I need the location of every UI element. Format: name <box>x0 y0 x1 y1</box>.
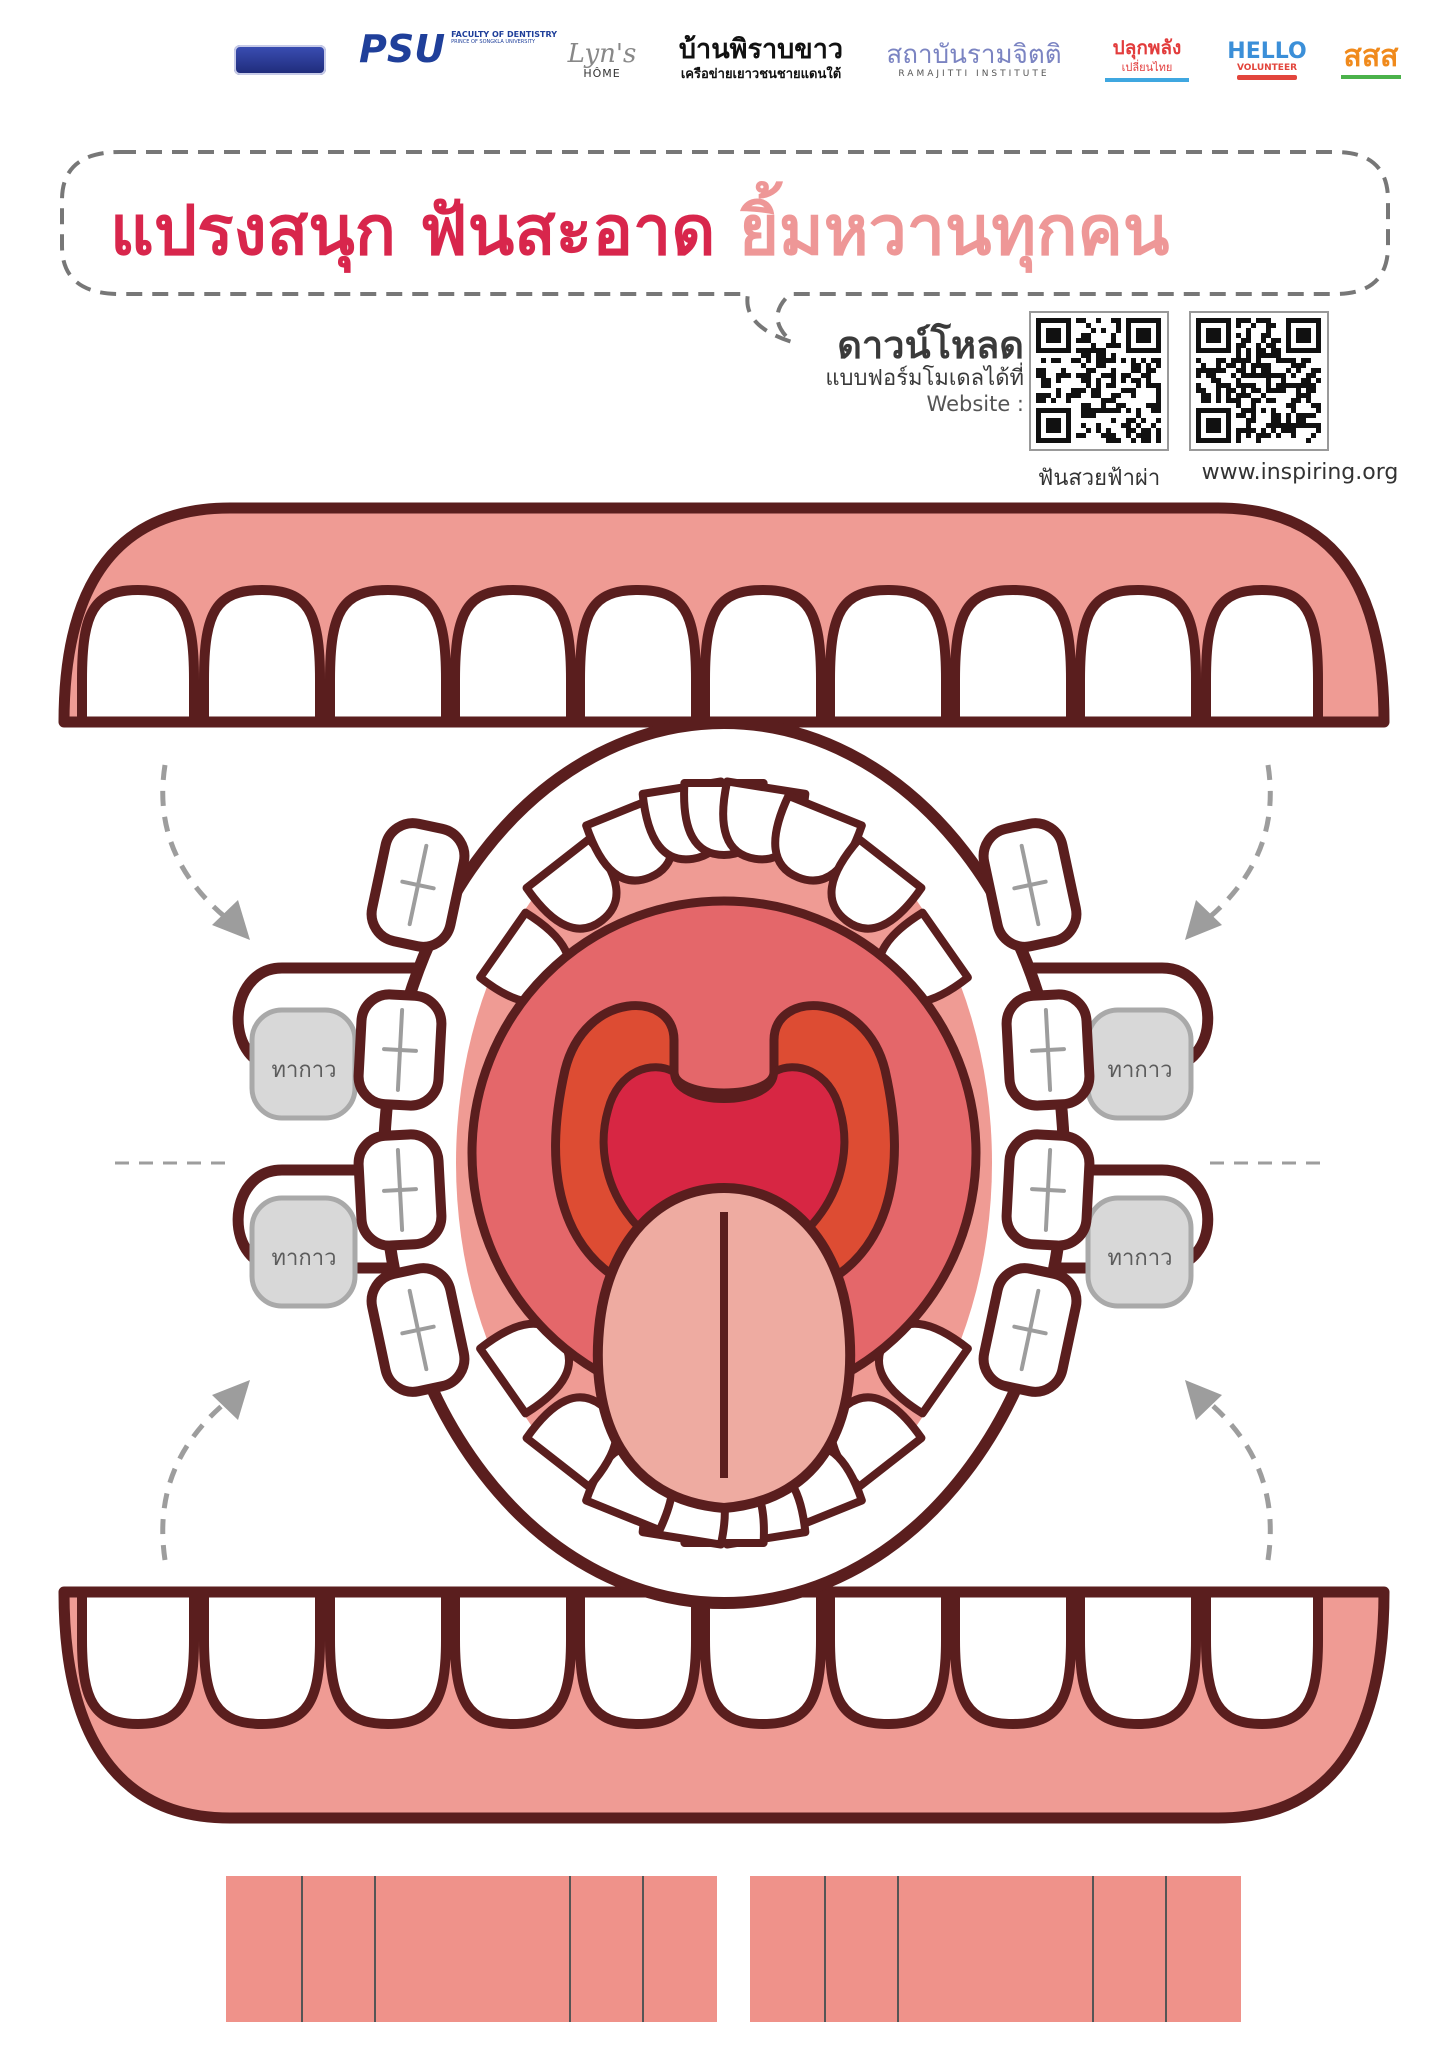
lower-tooth <box>199 1587 325 1730</box>
lower-tooth <box>1075 1587 1201 1730</box>
glue-label-top-left: ทากาว <box>271 1058 337 1083</box>
qr-code-2 <box>1189 311 1329 451</box>
headline-part1: แปรงสนุก ฟันสะอาด <box>110 192 740 271</box>
lower-tooth <box>325 1587 451 1730</box>
arrow-bottom-right <box>1198 1393 1273 1561</box>
qr-caption-2: www.inspiring.org <box>1201 460 1399 485</box>
logo-plook-palang: ปลุกพลัง เปลี่ยนไทย <box>1102 30 1192 90</box>
arrow-heads <box>212 900 1222 1420</box>
logo-lyns-home: Lyn's HÔME <box>568 30 637 90</box>
headline-part2: ยิ้มหวานทุกคน <box>739 192 1170 271</box>
ramajitti-sub: RAMAJITTI INSTITUTE <box>898 69 1050 80</box>
cross-mark <box>382 1047 418 1053</box>
psu-line2: PRINCE OF SONGKLA UNIVERSITY <box>451 39 536 45</box>
upper-tooth <box>199 584 325 727</box>
logo-baan-pirab-khao: บ้านพิราบขาว เครือข่ายเยาวชนชายแดนใต้ <box>668 30 854 90</box>
lower-tooth <box>700 1587 826 1730</box>
fold-arrows <box>160 764 1273 1561</box>
lyns-sub: HÔME <box>583 66 621 80</box>
upper-jaw <box>58 502 1390 728</box>
lower-tooth <box>450 1587 576 1730</box>
glue-label-bottom-right: ทากาว <box>1107 1246 1173 1271</box>
lower-jaw <box>58 1586 1390 1824</box>
logo-thaihealth: สสส <box>1336 30 1406 90</box>
plook-line2: เปลี่ยนไทย <box>1121 60 1173 74</box>
logo-ramajitti: สถาบันรามจิตติ RAMAJITTI INSTITUTE <box>884 30 1064 90</box>
lower-tooth <box>77 1587 199 1730</box>
baan-sub: เครือข่ายเยาวชนชายแดนใต้ <box>680 67 842 82</box>
sss-mark: สสส <box>1343 38 1399 74</box>
headline: แปรงสนุก ฟันสะอาด ยิ้มหวานทุกคน <box>110 182 1350 282</box>
cross-mark <box>1030 1187 1066 1193</box>
lower-tooth <box>825 1587 951 1730</box>
download-title: ดาวน์โหลด <box>837 323 1024 367</box>
bottom-strips <box>226 1876 1241 2022</box>
lyns-mark: Lyn's <box>567 38 637 69</box>
plook-line1: ปลุกพลัง <box>1112 36 1182 59</box>
glue-label-bottom-left: ทากาว <box>271 1246 337 1271</box>
website-label: Website : <box>926 392 1024 416</box>
upper-tooth <box>825 584 951 727</box>
upper-tooth <box>450 584 576 727</box>
cross-mark <box>1012 1324 1048 1336</box>
arrow-top-right <box>1198 764 1273 927</box>
lower-tooth <box>1201 1587 1323 1730</box>
download-subtitle: แบบฟอร์มโมเดลได้ที่ <box>825 366 1024 391</box>
upper-tooth <box>575 584 701 727</box>
cross-mark <box>382 1187 418 1193</box>
upper-tooth <box>325 584 451 727</box>
hello-line2: VOLUNTEER <box>1236 62 1298 73</box>
logo-superheroes <box>232 30 328 90</box>
upper-tooth <box>1075 584 1201 727</box>
lower-tooth <box>950 1587 1076 1730</box>
arrow-top-left <box>160 764 237 927</box>
upper-tooth <box>1201 584 1323 727</box>
logo-hello-volunteer: HELLO VOLUNTEER <box>1226 30 1308 90</box>
logo-psu-dentistry: PSU FACULTY OF DENTISTRY PRINCE OF SONGK… <box>359 30 557 90</box>
qr-code-1 <box>1029 311 1169 451</box>
baan-title: บ้านพิราบขาว <box>678 34 844 65</box>
inner-tooth <box>827 835 926 933</box>
psu-line1: FACULTY OF DENTISTRY <box>451 30 558 39</box>
qr-caption-1: ฟันสวยฟ้าผ่า <box>1037 466 1161 491</box>
cross-mark <box>1030 1047 1066 1053</box>
upper-tooth <box>700 584 826 727</box>
cross-mark <box>400 1324 436 1336</box>
upper-tooth <box>77 584 199 727</box>
upper-tooth <box>950 584 1076 727</box>
psu-mark: PSU <box>359 27 446 71</box>
speech-bubble <box>60 150 1390 344</box>
cross-mark <box>400 879 436 891</box>
mouth-cavity <box>378 717 1070 1609</box>
cross-mark <box>1012 879 1048 891</box>
ramajitti-title: สถาบันรามจิตติ <box>886 39 1062 70</box>
hello-line1: HELLO <box>1227 38 1307 64</box>
lower-tooth <box>575 1587 701 1730</box>
glue-label-top-right: ทากาว <box>1107 1058 1173 1083</box>
arrow-bottom-left <box>160 1393 237 1561</box>
